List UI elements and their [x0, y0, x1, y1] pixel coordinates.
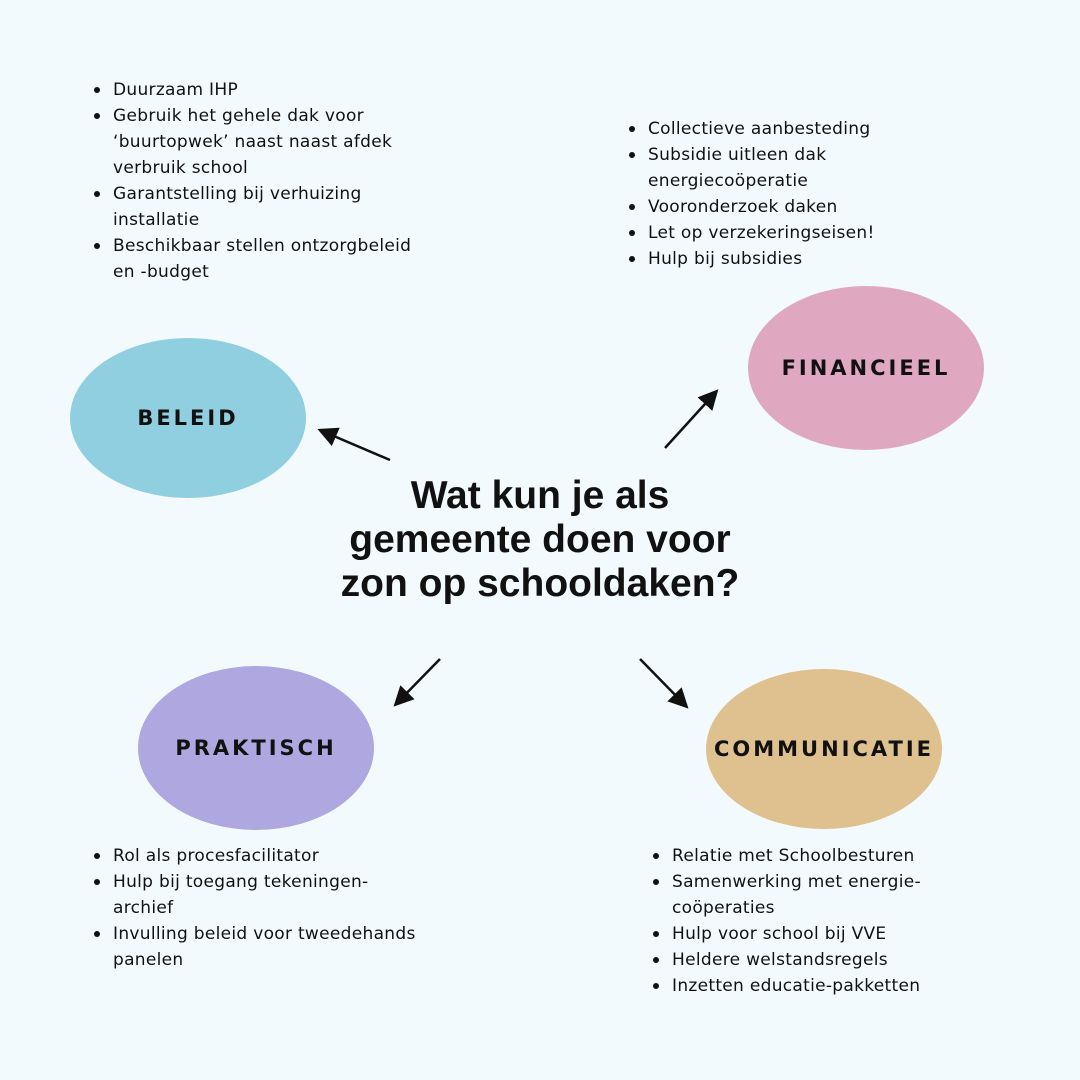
praktisch-label: PRAKTISCH: [175, 736, 337, 760]
list-item: Hulp bij toegang tekeningen- archief: [91, 869, 416, 921]
financieel-bubble: FINANCIEEL: [748, 286, 984, 450]
list-item: Hulp bij subsidies: [626, 246, 875, 272]
arrow-to-praktisch: [393, 658, 441, 707]
list-item: Samenwerking met energie- coöperaties: [650, 869, 921, 921]
list-item: Invulling beleid voor tweedehands panele…: [91, 921, 416, 973]
list-item: Relatie met Schoolbesturen: [650, 843, 921, 869]
communicatie-bubble: COMMUNICATIE: [706, 669, 942, 829]
list-item: Beschikbaar stellen ontzorgbeleid en -bu…: [91, 233, 411, 285]
praktisch-bubble: PRAKTISCH: [138, 666, 374, 830]
arrow-to-beleid: [317, 427, 391, 462]
list-item: Hulp voor school bij VVE: [650, 921, 921, 947]
arrow-to-financieel: [664, 389, 719, 449]
beleid-bubble: BELEID: [70, 338, 306, 498]
list-item: Garantstelling bij verhuizing installati…: [91, 181, 411, 233]
list-item: Vooronderzoek daken: [626, 194, 875, 220]
list-item: Rol als procesfacilitator: [91, 843, 416, 869]
list-item: Gebruik het gehele dak voor ‘buurtopwek’…: [91, 103, 411, 181]
list-item: Let op verzekeringseisen!: [626, 220, 875, 246]
financieel-list: Collectieve aanbesteding Subsidie uitlee…: [626, 116, 875, 272]
main-title: Wat kun je als gemeente doen voor zon op…: [340, 474, 740, 605]
list-item: Collectieve aanbesteding: [626, 116, 875, 142]
list-item: Subsidie uitleen dak energiecoöperatie: [626, 142, 875, 194]
praktisch-list: Rol als procesfacilitator Hulp bij toega…: [91, 843, 416, 973]
list-item: Duurzaam IHP: [91, 77, 411, 103]
beleid-label: BELEID: [137, 406, 239, 430]
beleid-list: Duurzaam IHP Gebruik het gehele dak voor…: [91, 77, 411, 285]
communicatie-label: COMMUNICATIE: [713, 737, 935, 761]
list-item: Heldere welstandsregels: [650, 947, 921, 973]
list-item: Inzetten educatie-pakketten: [650, 973, 921, 999]
financieel-label: FINANCIEEL: [781, 356, 951, 380]
communicatie-list: Relatie met Schoolbesturen Samenwerking …: [650, 843, 921, 999]
arrow-to-communicatie: [639, 658, 689, 709]
